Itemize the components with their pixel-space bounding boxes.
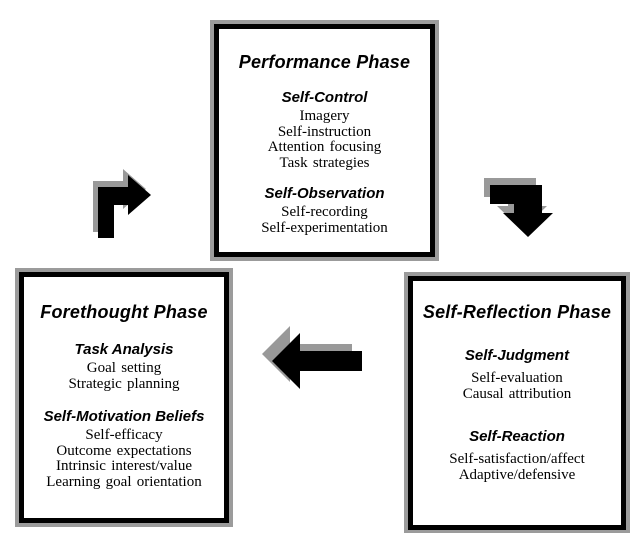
list-item: Self-satisfaction/affect bbox=[449, 451, 585, 467]
list-item: Self-recording bbox=[281, 204, 368, 220]
list-item: Self-experimentation bbox=[261, 219, 388, 236]
list-item: Strategic planning bbox=[68, 375, 180, 392]
list-item: Self-evaluation bbox=[471, 370, 563, 386]
list-item: Self-efficacy bbox=[85, 427, 163, 443]
box-title: Performance Phase bbox=[238, 52, 411, 72]
list-item: Task strategies bbox=[279, 154, 370, 171]
box-title: Self-Reflection Phase bbox=[422, 302, 612, 322]
bent-up-right-arrow-icon bbox=[93, 169, 151, 238]
arrow-body bbox=[98, 175, 151, 238]
forethought-phase-box: Forethought Phase Task Analysis Goal set… bbox=[15, 268, 233, 527]
arrow-body bbox=[272, 333, 362, 389]
list-item: Causal attribution bbox=[462, 386, 572, 402]
section-heading: Task Analysis bbox=[74, 341, 174, 358]
box-title: Forethought Phase bbox=[40, 302, 208, 322]
section-heading: Self-Reaction bbox=[469, 428, 565, 445]
list-item: Outcome expectations bbox=[56, 442, 192, 459]
arrow-shadow bbox=[262, 326, 352, 382]
section-heading: Self-Motivation Beliefs bbox=[43, 408, 205, 425]
section-heading: Self-Control bbox=[281, 89, 368, 106]
arrow-shadow bbox=[484, 178, 547, 230]
section-heading: Self-Observation bbox=[264, 185, 385, 202]
list-item: Adaptive/defensive bbox=[458, 467, 576, 483]
arrow-shadow bbox=[93, 169, 146, 232]
list-item: Attention focusing bbox=[267, 139, 382, 155]
list-item: Imagery bbox=[299, 108, 350, 124]
list-item: Self-instruction bbox=[277, 123, 372, 140]
section-heading: Self-Judgment bbox=[464, 347, 570, 364]
bent-right-down-arrow-icon bbox=[484, 178, 553, 237]
arrow-body bbox=[490, 185, 553, 237]
left-arrow-icon bbox=[262, 326, 362, 389]
list-item: Goal setting bbox=[86, 360, 162, 376]
list-item: Learning goal orientation bbox=[46, 473, 202, 490]
self-reflection-phase-box: Self-Reflection Phase Self-Judgment Self… bbox=[404, 272, 630, 533]
list-item: Intrinsic interest/value bbox=[55, 458, 193, 474]
